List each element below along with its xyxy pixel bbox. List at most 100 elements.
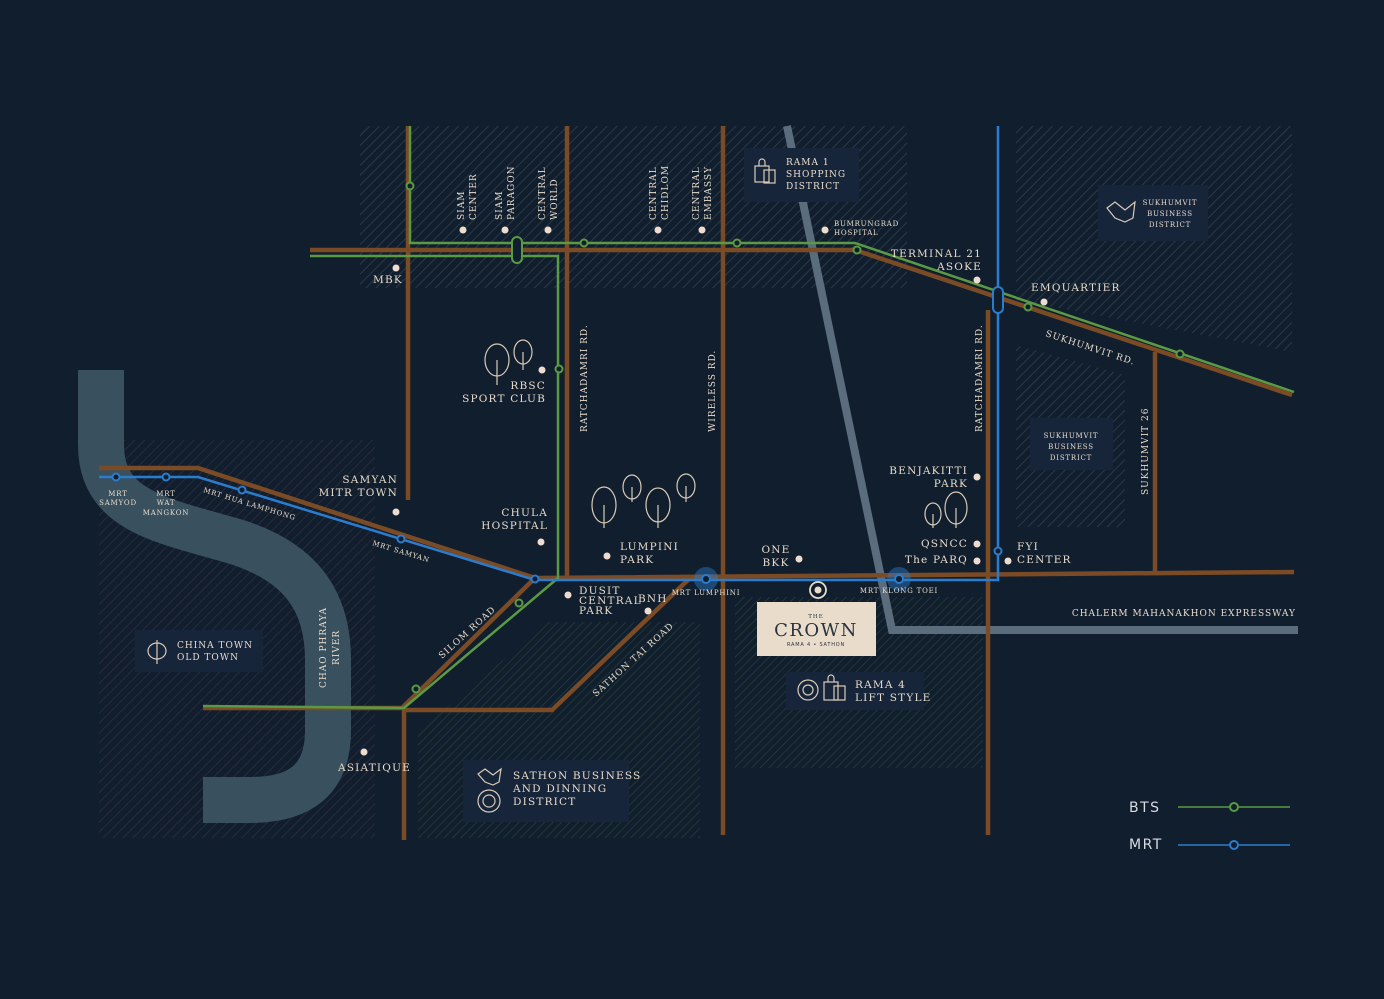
river-label-1: CHAO PHRAYA [319,607,329,688]
svg-text:DISTRICT: DISTRICT [1050,454,1092,462]
benjakitti-label: BENJAKITTI PARK [889,465,968,490]
svg-text:DISTRICT: DISTRICT [513,796,576,808]
dining-icon [477,789,501,813]
station-samyod-label: MRT SAMYOD [99,490,137,507]
fyi-label: FYI CENTER [1017,541,1070,566]
svg-text:DISTRICT: DISTRICT [1149,221,1191,229]
emquartier-label: EMQUARTIER [1031,282,1121,294]
mrt-lumphini-station [701,574,711,584]
svg-text:RAMA 4: RAMA 4 [855,679,906,691]
samyan-mitr-label: SAMYAN MITR TOWN [318,474,398,499]
svg-text:TERMINAL 21: TERMINAL 21 [891,248,982,260]
svg-text:BENJAKITTI: BENJAKITTI [889,465,968,477]
chinatown-box [135,630,263,672]
vertical-place-labels: SIAM CENTER SIAM PARAGON CENTRAL WORLD C… [457,165,714,220]
rama4-label: RAMA 4 LIFT STYLE [855,679,932,704]
handshake-icon [477,767,502,786]
station-wat-mangkon-label: MRT WAT MANGKON [143,490,189,517]
svg-text:SATHON BUSINESS: SATHON BUSINESS [513,770,641,782]
chinatown-label: CHINA TOWN OLD TOWN [177,641,253,663]
the-crown-marker-dot [814,586,822,594]
svg-text:CENTRAL: CENTRAL [692,166,702,220]
svg-text:HOSPITAL: HOSPITAL [834,229,879,237]
station-lumphini-label: MRT LUMPHINI [672,589,741,597]
the-crown-marker [809,581,827,599]
lumpini-park-label: LUMPINI PARK [620,541,679,566]
mbk-label: MBK [373,274,403,286]
svg-text:MRT: MRT [156,490,175,498]
legend-bts-station [1229,802,1239,812]
tree-icon [484,339,968,528]
svg-text:SPORT CLUB: SPORT CLUB [462,393,546,405]
bnh-label: BNH [638,593,668,605]
svg-text:CHIDLOM: CHIDLOM [661,165,671,220]
svg-text:DUSIT: DUSIT [579,585,621,597]
sukhumvit-mid-label: SUKHUMVIT BUSINESS DISTRICT [1044,432,1099,462]
svg-text:HOSPITAL: HOSPITAL [481,520,548,532]
chula-label: CHULA HOSPITAL [481,507,548,532]
legend-mrt-station [1229,840,1239,850]
mrt-khlong-toei-station [894,574,904,584]
svg-text:CENTRAL: CENTRAL [538,166,548,220]
handshake-icon [1106,200,1136,223]
one-bkk-label: ONE BKK [761,544,789,569]
rama4-box [786,672,924,710]
sukhumvit-top-box [1098,185,1208,241]
svg-text:SHOPPING: SHOPPING [786,170,846,180]
mrt-stations [111,286,1004,584]
river-label-2: RIVER [332,630,342,665]
svg-text:PARAGON: PARAGON [507,166,517,220]
svg-text:LIFT STYLE: LIFT STYLE [855,692,932,704]
rama1-label: RAMA 1 SHOPPING DISTRICT [786,158,846,192]
svg-text:SAMYOD: SAMYOD [99,499,137,507]
svg-text:CENTRAL: CENTRAL [579,595,642,607]
road-expressway: CHALERM MAHANAKHON EXPRESSWAY [1072,609,1296,619]
logo-sub: RAMA 4 • SATHON [787,642,845,648]
svg-text:MRT: MRT [108,490,127,498]
legend-bts-label: BTS [1129,800,1161,816]
svg-text:DISTRICT: DISTRICT [786,182,840,192]
svg-text:BUSINESS: BUSINESS [1048,443,1094,451]
sukhumvit-mid-box [1030,418,1113,470]
svg-text:SUKHUMVIT: SUKHUMVIT [1143,199,1198,207]
the-crown-logo [757,602,876,656]
svg-text:BUMRUNGRAD: BUMRUNGRAD [834,220,899,228]
poi-dots [360,226,1048,756]
svg-text:CHINA TOWN: CHINA TOWN [177,641,253,651]
bts-stations [405,181,1185,694]
the-parq-label: The PARQ [905,554,968,566]
road-ratchadamri: RATCHADAMRI RD. [580,324,590,432]
svg-text:LUMPINI: LUMPINI [620,541,679,553]
shopping-bag-icon [754,158,776,184]
sukhumvit-top-label: SUKHUMVIT BUSINESS DISTRICT [1143,199,1198,229]
svg-text:PARK: PARK [579,605,613,617]
qsncc-label: QSNCC [921,538,968,550]
chao-phraya-river [78,370,351,823]
svg-text:AND DINNING: AND DINNING [512,783,607,795]
station-khlong-toei-label: MRT KLONG TOEI [860,587,938,595]
svg-text:CENTER: CENTER [469,173,479,220]
svg-text:RBSC: RBSC [510,380,546,392]
svg-text:SIAM: SIAM [457,191,467,220]
legend-mrt-label: MRT [1129,837,1163,853]
rama1-district-box [744,148,859,202]
bumrungrad-label: BUMRUNGRAD HOSPITAL [834,220,899,237]
dining-icon [797,679,819,701]
sathon-label: SATHON BUSINESS AND DINNING DISTRICT [512,770,641,808]
svg-text:CHULA: CHULA [501,507,548,519]
svg-text:BKK: BKK [762,557,789,569]
dusit-label: DUSIT CENTRAL PARK [579,585,642,617]
svg-text:PARK: PARK [620,554,654,566]
road-ratchadamri-east: RATCHADAMRI RD. [975,324,985,432]
road-sukhumvit-26: SUKHUMVIT 26 [1141,408,1151,496]
legend: BTS MRT [1129,800,1290,853]
svg-text:SUKHUMVIT: SUKHUMVIT [1044,432,1099,440]
svg-text:PARK: PARK [934,478,968,490]
svg-text:MANGKON: MANGKON [143,509,189,517]
svg-text:WORLD: WORLD [550,178,560,220]
svg-text:BUSINESS: BUSINESS [1147,210,1193,218]
lantern-icon [147,640,167,664]
svg-text:MITR TOWN: MITR TOWN [318,487,398,499]
rbsc-label: RBSC SPORT CLUB [462,380,546,405]
